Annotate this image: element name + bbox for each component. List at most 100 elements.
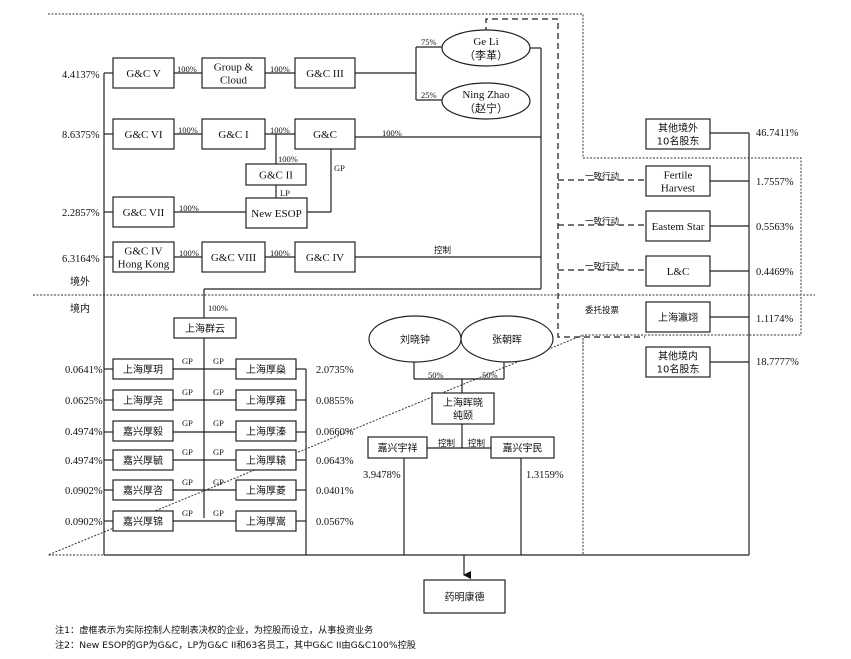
node-label: Group & <box>214 62 254 74</box>
node-gc-v: G&C V <box>112 57 175 89</box>
edge-label: 100% <box>270 64 290 74</box>
edge-label: 75% <box>421 37 437 47</box>
node-ge-li: Ge Li（李革） <box>441 29 531 67</box>
left-fund-pct: 0.0641% <box>65 365 103 376</box>
connector-lines <box>103 46 750 579</box>
edge-label: 控制 <box>434 245 451 256</box>
node-label: 纯颐 <box>453 409 473 422</box>
left-fund-pct: 0.4974% <box>65 456 103 467</box>
node-right-fund-0: 上海厚燊 <box>235 358 297 380</box>
region-domestic-label: 境内 <box>70 302 90 315</box>
edge-label: 25% <box>421 90 437 100</box>
node-label: G&C II <box>259 170 293 182</box>
node-gc-iii: G&C III <box>294 57 356 89</box>
node-label: G&C VIII <box>211 252 257 264</box>
left-fund-pct: 0.0625% <box>65 396 103 407</box>
node-left-fund-4: 嘉兴厚咨 <box>112 479 174 501</box>
region-overseas-label: 境外 <box>70 275 90 288</box>
edge-label: 3.9478% <box>363 470 401 481</box>
right-fund-pct: 0.0401% <box>316 486 354 497</box>
node-label: Ning Zhao <box>462 89 510 101</box>
edge-label: 100% <box>382 128 402 138</box>
edge-label: 100% <box>278 154 298 164</box>
node-left-fund-1: 上海厚尧 <box>112 389 174 411</box>
gp-label: GP <box>182 387 193 397</box>
edge-label: 一致行动 <box>585 261 620 272</box>
node-label: L&C <box>667 266 690 278</box>
node-label: （赵宁） <box>464 101 508 115</box>
node-liu-xiaozhong: 刘晓钟 <box>368 315 462 363</box>
edge-label: 1.3159% <box>526 470 564 481</box>
node-label: 上海厚雍 <box>246 394 286 407</box>
gp-label: GP <box>213 447 224 457</box>
node-label: 上海厚嵩 <box>246 515 286 528</box>
gp-label: GP <box>213 387 224 397</box>
gp-label: GP <box>213 356 224 366</box>
node-label: G&C VI <box>125 129 163 141</box>
node-lc: L&C <box>645 255 711 287</box>
node-group-cloud: Group &Cloud <box>201 57 266 89</box>
edge-label: 18.7777% <box>756 357 799 368</box>
edge-label: 8.6375% <box>62 130 100 141</box>
node-label: G&C I <box>218 129 249 141</box>
edge-label: 100% <box>179 203 199 213</box>
gp-label: GP <box>213 418 224 428</box>
gp-label: GP <box>182 447 193 457</box>
edge-label: GP <box>334 163 345 173</box>
node-shanghai-qunyun: 上海群云 <box>173 317 237 339</box>
node-label: 上海厚溱 <box>246 425 286 438</box>
right-fund-pct: 0.0643% <box>316 456 354 467</box>
node-label: G&C III <box>306 68 344 80</box>
node-label: 上海厚菱 <box>246 484 286 497</box>
edge-label: 50% <box>428 370 444 380</box>
edge-label: 4.4137% <box>62 70 100 81</box>
node-gc-vi: G&C VI <box>112 118 175 150</box>
node-label: 嘉兴厚咨 <box>123 484 163 497</box>
node-jiaxing-yuxiang: 嘉兴宇祥 <box>367 436 428 459</box>
edge-label: 100% <box>270 125 290 135</box>
gp-label: GP <box>182 477 193 487</box>
node-label: 其他境内 <box>658 350 698 363</box>
note-2: 注2：New ESOP的GP为G&C，LP为G&C II和63名员工，其中G&C… <box>55 640 416 651</box>
node-label: 10名股东 <box>657 363 700 376</box>
node-label: 上海晖晓 <box>443 396 483 409</box>
node-label: Cloud <box>220 75 247 87</box>
node-right-fund-1: 上海厚雍 <box>235 389 297 411</box>
left-fund-pct: 0.0902% <box>65 486 103 497</box>
right-fund-pct: 0.0660% <box>316 427 354 438</box>
node-label: 嘉兴宇民 <box>503 442 543 455</box>
node-new-esop: New ESOP <box>245 197 308 229</box>
note-1: 注1：虚框表示为实际控制人控制表决权的企业，为控股而设立，从事投资业务 <box>55 625 374 636</box>
edge-label: 0.4469% <box>756 267 794 278</box>
edge-label: 100% <box>178 125 198 135</box>
node-label: 刘晓钟 <box>400 333 430 346</box>
node-left-fund-0: 上海厚玥 <box>112 358 174 380</box>
gp-label: GP <box>182 508 193 518</box>
edge-label: 100% <box>179 248 199 258</box>
node-label: 上海群云 <box>185 322 225 335</box>
node-label: Fertile <box>664 170 693 182</box>
edge-label: 100% <box>208 303 228 313</box>
node-label: Harvest <box>661 183 695 195</box>
node-label: 嘉兴宇祥 <box>378 442 418 455</box>
node-left-fund-2: 嘉兴厚毅 <box>112 420 174 442</box>
gp-label: GP <box>182 356 193 366</box>
node-label: G&C IV <box>124 246 162 258</box>
node-label: 嘉兴厚毅 <box>123 425 163 438</box>
edge-label: 控制 <box>468 438 485 449</box>
node-left-fund-3: 嘉兴厚毓 <box>112 449 174 471</box>
node-right-fund-3: 上海厚辕 <box>235 449 297 471</box>
node-label: （李革） <box>464 48 508 62</box>
gp-label: GP <box>182 418 193 428</box>
edge-label: 46.7411% <box>756 128 799 139</box>
edge-label: 1.1174% <box>756 314 793 325</box>
edge-label: 100% <box>177 64 197 74</box>
node-label: 张朝晖 <box>492 334 522 346</box>
right-fund-pct: 0.0567% <box>316 517 354 528</box>
node-label: 上海厚辕 <box>246 454 286 467</box>
edge-label: LP <box>280 188 290 198</box>
